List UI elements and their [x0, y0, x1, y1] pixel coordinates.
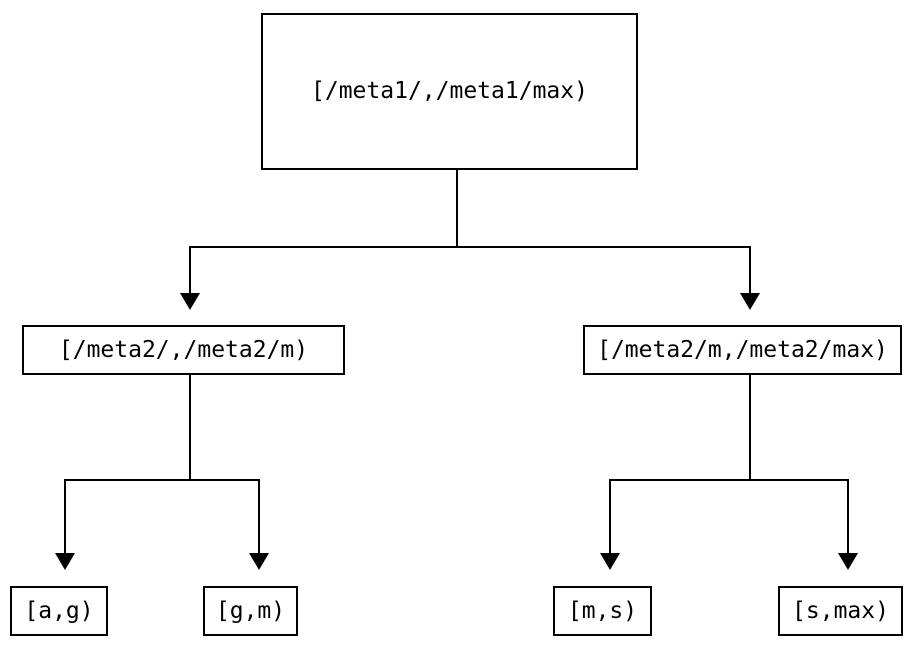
arrowhead-icon [838, 553, 858, 570]
node-root: [/meta1/,/meta1/max) [261, 13, 638, 170]
arrowhead-icon [740, 293, 760, 310]
node-root-label: [/meta1/,/meta1/max) [311, 78, 588, 104]
node-leaf-g-m: [g,m) [203, 586, 298, 636]
node-leaf-a-g: [a,g) [10, 586, 108, 636]
node-meta2-lower: [/meta2/,/meta2/m) [22, 325, 345, 375]
node-leaf-s-max-label: [s,max) [792, 597, 889, 624]
node-leaf-g-m-label: [g,m) [215, 597, 286, 624]
arrowhead-icon [55, 553, 75, 570]
node-meta2-upper: [/meta2/m,/meta2/max) [583, 325, 902, 375]
arrowhead-icon [249, 553, 269, 570]
arrowhead-icon [600, 553, 620, 570]
node-leaf-m-s-label: [m,s) [567, 597, 638, 624]
node-meta2-lower-label: [/meta2/,/meta2/m) [58, 336, 309, 363]
node-leaf-a-g-label: [a,g) [24, 597, 94, 624]
node-leaf-m-s: [m,s) [553, 586, 652, 636]
node-meta2-upper-label: [/meta2/m,/meta2/max) [597, 336, 888, 363]
node-leaf-s-max: [s,max) [778, 586, 903, 636]
arrowhead-icon [180, 293, 200, 310]
